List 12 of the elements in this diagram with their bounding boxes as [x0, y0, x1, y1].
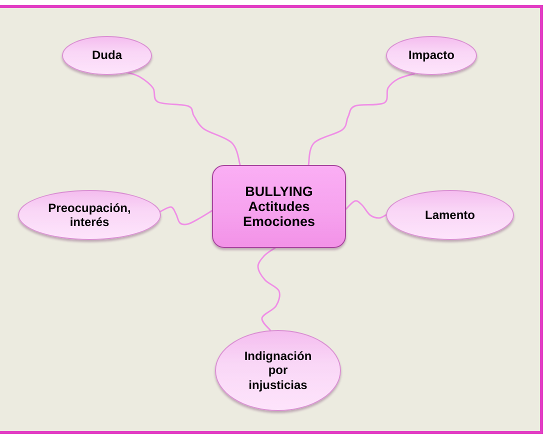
connector-line	[127, 72, 241, 166]
central-topic-box	[212, 165, 346, 248]
node-label: Lamento	[424, 208, 475, 222]
connector-line	[308, 72, 416, 166]
connector-line	[160, 206, 213, 226]
connector-line	[345, 200, 387, 219]
node-label: Duda	[92, 48, 122, 63]
node-label: Impacto	[408, 48, 454, 63]
node-label: Indignación por injusticias	[243, 348, 313, 392]
connector-line	[257, 247, 280, 332]
node-label: Preocupación, interés	[47, 200, 132, 230]
node-label: BULLYING Actitudes Emociones	[242, 184, 316, 229]
